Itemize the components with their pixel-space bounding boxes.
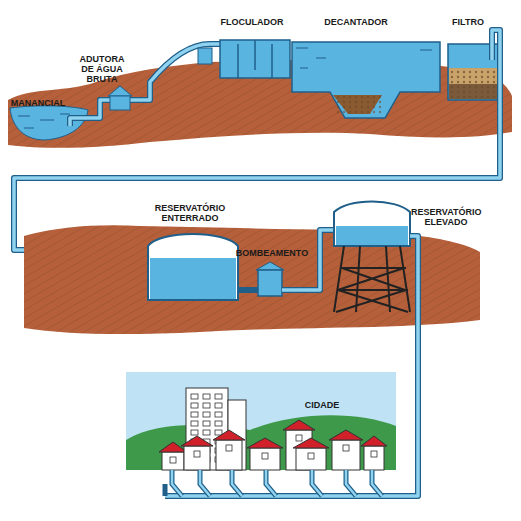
roof — [247, 438, 283, 448]
window — [215, 430, 222, 435]
part-label: MANANCIAL — [3, 98, 73, 108]
decanter-ripples — [296, 48, 432, 68]
window — [262, 453, 268, 459]
elevated-reservoir-water — [336, 226, 408, 245]
window — [170, 457, 176, 463]
service-pipe — [312, 470, 322, 496]
treated-water-pipe — [14, 30, 500, 250]
tower-structure — [334, 246, 410, 312]
buried-reservoir-water — [150, 258, 236, 299]
window — [215, 394, 222, 399]
discharge-pipe-inner — [282, 230, 334, 290]
part-label: RESERVATÓRIO ENTERRADO — [145, 203, 235, 223]
window — [203, 421, 210, 426]
window — [215, 421, 222, 426]
pump-station — [258, 270, 282, 296]
service-pipe-inner — [346, 470, 356, 496]
sky — [126, 372, 396, 470]
ground-hatching — [24, 225, 480, 334]
window — [203, 430, 210, 435]
window — [203, 403, 210, 408]
service-pipe-inner — [266, 470, 276, 496]
flocculator-baffles — [238, 40, 272, 78]
window — [191, 403, 198, 408]
house — [250, 448, 280, 470]
part-label: RESERVATÓRIO ELEVADO — [411, 207, 481, 227]
part-label: DECANTADOR — [311, 17, 401, 27]
house — [332, 440, 360, 470]
lake-ripples — [18, 114, 70, 128]
service-pipe — [172, 470, 182, 496]
window — [215, 403, 222, 408]
part-label: FLOCULADOR — [212, 17, 292, 27]
houses — [159, 420, 387, 470]
suction-pipe — [238, 287, 258, 293]
part-label: BOMBEAMENTO — [232, 248, 312, 258]
decanter-tank — [292, 42, 440, 118]
lake — [10, 106, 88, 140]
distribution-pipe-inner — [165, 236, 418, 496]
house — [296, 448, 326, 470]
house — [216, 440, 242, 470]
service-pipe — [232, 470, 242, 496]
window — [308, 453, 314, 459]
raw-water-pipe — [70, 44, 224, 126]
service-pipe-inner — [312, 470, 322, 496]
treated-water-pipe-inner — [14, 30, 500, 250]
pump-roof — [256, 262, 284, 270]
roof — [361, 436, 387, 446]
filter-texture — [449, 68, 497, 99]
window — [226, 445, 232, 451]
service-pipes — [165, 470, 382, 496]
service-pipe — [200, 470, 210, 496]
pump-house-roof — [108, 86, 132, 96]
window — [194, 451, 200, 457]
buried-reservoir — [148, 234, 238, 300]
chemical-dosing — [198, 48, 212, 64]
service-pipe — [346, 470, 356, 496]
lower-ground — [24, 225, 480, 334]
window — [343, 445, 349, 451]
roof — [159, 442, 187, 452]
elevated-reservoir — [334, 202, 410, 247]
window — [191, 421, 198, 426]
hills — [126, 415, 396, 470]
service-pipe-inner — [172, 470, 182, 496]
window — [203, 394, 210, 399]
service-pipe-inner — [232, 470, 242, 496]
window — [191, 394, 198, 399]
service-pipe-inner — [372, 470, 382, 496]
window — [371, 451, 377, 457]
roof — [293, 438, 329, 448]
pump-house — [110, 96, 130, 110]
part-label: CIDADE — [292, 400, 352, 410]
roof — [213, 430, 245, 440]
window — [215, 412, 222, 417]
service-pipe — [372, 470, 382, 496]
discharge-pipe — [282, 230, 334, 290]
window — [296, 435, 302, 441]
window — [191, 430, 198, 435]
service-pipe-inner — [200, 470, 210, 496]
part-label: FILTRO — [443, 17, 493, 27]
flocculator-tank — [220, 40, 290, 78]
sludge-texture — [333, 95, 382, 114]
window — [203, 412, 210, 417]
sludge — [333, 95, 382, 114]
part-label: ADUTORA DE ÁGUA BRUTA — [74, 54, 130, 84]
window — [191, 412, 198, 417]
roof — [181, 436, 213, 446]
service-pipe — [163, 484, 168, 496]
raw-water-pipe-inner — [70, 44, 224, 126]
house — [364, 446, 384, 470]
roof — [283, 420, 315, 430]
service-pipe — [266, 470, 276, 496]
house — [184, 446, 210, 470]
roof — [329, 430, 363, 440]
distribution-pipe — [165, 236, 418, 496]
house — [162, 452, 184, 470]
